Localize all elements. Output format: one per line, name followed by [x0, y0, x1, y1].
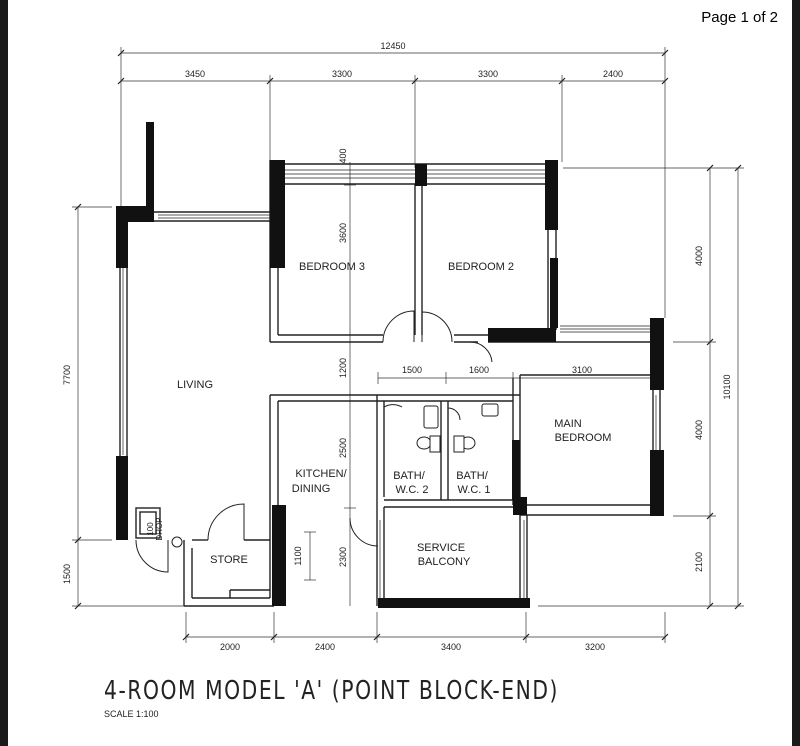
dim-right-2: 4000: [694, 420, 704, 440]
room-living: LIVING: [177, 379, 213, 391]
dim-bottom-4: 3200: [585, 642, 605, 652]
dim-top-1: 3450: [185, 69, 205, 79]
drawing-title: 4-ROOM MODEL 'A' (POINT BLOCK-END): [104, 676, 560, 706]
dim-inner-1100: 1100: [293, 546, 303, 565]
dim-left-2: 1500: [62, 564, 72, 584]
dimension-labels: 12450 3450 3300 3300 2400 2000 2400 3400…: [62, 41, 732, 652]
dim-top-2: 3300: [332, 69, 352, 79]
room-bath1-line2: W.C. 1: [457, 484, 490, 496]
room-store: STORE: [210, 554, 248, 566]
dim-top-4: 2400: [603, 69, 623, 79]
floor-plan: 12450 3450 3300 3300 2400 2000 2400 3400…: [62, 41, 744, 652]
room-bath2-line1: BATH/: [393, 470, 426, 482]
room-bath2-line2: W.C. 2: [395, 484, 428, 496]
room-bedroom-3: BEDROOM 3: [299, 261, 365, 273]
room-bath1-line1: BATH/: [456, 470, 489, 482]
dim-bottom-2: 2400: [315, 642, 335, 652]
page-label: Page 1 of 2: [701, 9, 778, 26]
dim-top-total: 12450: [380, 41, 405, 51]
dim-left-1: 7700: [62, 365, 72, 385]
room-kitchen-line2: DINING: [292, 483, 331, 495]
dim-bottom-1: 2000: [220, 642, 240, 652]
dim-inner-400: 400: [338, 148, 348, 163]
dim-top-3: 3300: [478, 69, 498, 79]
dim-inner-1600: 1600: [469, 365, 489, 375]
dim-inner-3100: 3100: [572, 365, 592, 375]
refuse-chute-label: DROP: [155, 517, 164, 540]
room-bedroom-2: BEDROOM 2: [448, 261, 514, 273]
room-main-bedroom-line2: BEDROOM: [555, 432, 612, 444]
dimension-lines: [72, 47, 744, 643]
dim-inner-3600: 3600: [338, 223, 348, 243]
dim-inner-1200: 1200: [338, 358, 348, 378]
room-kitchen-line1: KITCHEN/: [295, 468, 347, 480]
sanitary-fittings: [171, 403, 499, 548]
dim-right-3: 2100: [694, 552, 704, 572]
dim-right-total: 10100: [722, 374, 732, 399]
dim-chute-100: 100: [146, 522, 155, 536]
doors: [135, 310, 493, 573]
dim-bottom-3: 3400: [441, 642, 461, 652]
room-service-line2: BALCONY: [418, 556, 471, 568]
room-main-bedroom-line1: MAIN: [554, 418, 582, 430]
structural-walls: [116, 122, 664, 608]
dim-inner-2500: 2500: [338, 438, 348, 458]
dim-inner-2300: 2300: [338, 547, 348, 567]
dimension-ticks: [74, 49, 742, 641]
dim-inner-1500: 1500: [402, 365, 422, 375]
dim-right-1: 4000: [694, 246, 704, 266]
room-service-line1: SERVICE: [417, 542, 465, 554]
drawing-scale: SCALE 1:100: [104, 709, 159, 719]
floor-plan-page: Page 1 of 2: [8, 0, 792, 746]
room-labels: BEDROOM 3 BEDROOM 2 LIVING MAIN BEDROOM …: [177, 261, 611, 568]
